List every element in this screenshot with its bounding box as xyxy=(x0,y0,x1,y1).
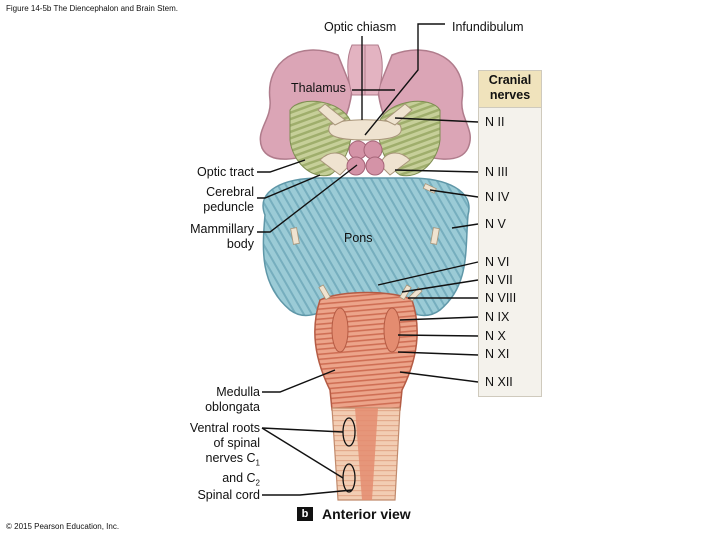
label-optic-chiasm: Optic chiasm xyxy=(324,20,397,34)
cranial-heading-line1: Cranial xyxy=(488,73,532,87)
nerve-label-n8: N VIII xyxy=(485,291,517,305)
label-ventral-line4: and C xyxy=(222,470,256,485)
figure-title: Figure 14-5b The Diencephalon and Brain … xyxy=(6,4,178,13)
label-mammillary-line2: body xyxy=(226,237,254,251)
label-mammillary-body: Mammillary body xyxy=(150,222,254,252)
cranial-nerves-panel xyxy=(478,70,542,397)
label-medulla-oblongata: Medulla oblongata xyxy=(150,385,260,415)
optic-chiasm-shape xyxy=(317,103,413,176)
label-pons: Pons xyxy=(344,231,373,245)
label-thalamus: Thalamus xyxy=(291,81,346,95)
spinal-cord-shape xyxy=(331,407,401,501)
label-ventral-sub2: 2 xyxy=(255,478,260,487)
pons-shape xyxy=(262,177,470,317)
label-spinal-cord: Spinal cord xyxy=(197,488,260,502)
nerve-label-n6: N VI xyxy=(485,255,510,269)
panel-letter-badge: b xyxy=(297,507,313,521)
label-ventral-roots: Ventral roots of spinal nerves C1 and C2 xyxy=(150,421,260,490)
label-medulla-line1: Medulla xyxy=(216,385,260,399)
label-cerebral-line2: peduncle xyxy=(203,200,254,214)
label-medulla-line2: oblongata xyxy=(205,400,260,414)
view-label: Anterior view xyxy=(322,506,411,522)
label-infundibulum: Infundibulum xyxy=(452,20,524,34)
nerve-label-n10: N X xyxy=(485,329,506,343)
label-ventral-line3: nerves C xyxy=(205,451,256,465)
cranial-heading-line2: nerves xyxy=(489,88,531,102)
nerve-label-n12: N XII xyxy=(485,375,513,389)
label-cerebral-peduncle: Cerebral peduncle xyxy=(150,185,254,215)
nerve-label-n11: N XI xyxy=(485,347,510,361)
label-ventral-line1: Ventral roots xyxy=(189,421,260,435)
label-ventral-line2: of spinal xyxy=(213,436,260,450)
nerve-label-n7: N VII xyxy=(485,273,513,287)
nerve-label-n2: N II xyxy=(485,115,505,129)
label-mammillary-line1: Mammillary xyxy=(190,222,254,236)
medulla-shape xyxy=(314,291,418,411)
nerve-label-n3: N III xyxy=(485,165,508,179)
label-cerebral-line1: Cerebral xyxy=(206,185,254,199)
nerve-label-n9: N IX xyxy=(485,310,510,324)
mammillary-bodies-shape xyxy=(346,140,385,176)
label-ventral-sub1: 1 xyxy=(255,458,260,468)
nerve-label-n4: N IV xyxy=(485,190,510,204)
nerve-label-n5: N V xyxy=(485,217,506,231)
copyright-text: © 2015 Pearson Education, Inc. xyxy=(6,522,120,531)
leader-lines xyxy=(257,23,479,496)
label-optic-tract: Optic tract xyxy=(197,165,254,179)
